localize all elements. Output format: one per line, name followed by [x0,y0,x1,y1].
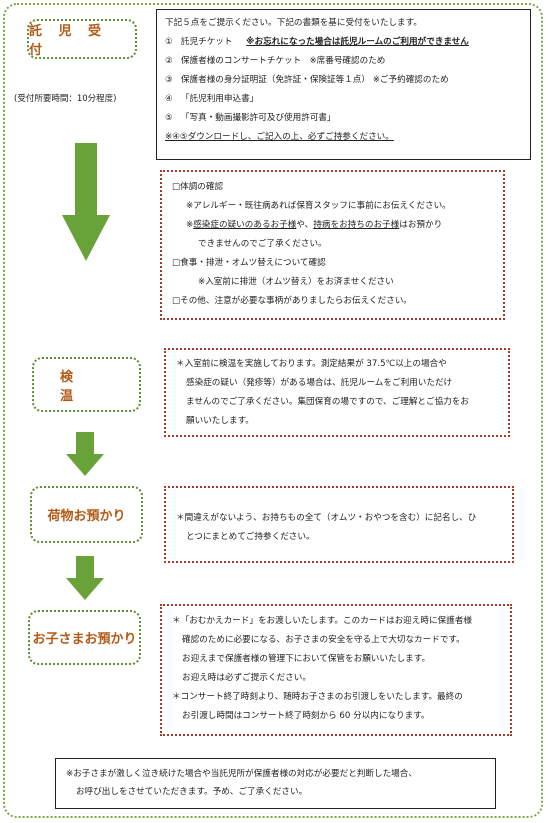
health-check-line-2: ※アレルギー・既往病あれば保育スタッフに事前にお伝えください。 [186,201,451,211]
infection-notice: 感染症の疑いのあるお子様 [193,220,297,230]
flow-arrow-large [62,143,110,261]
temperature-line-3: ませんのでご了承ください。集団保育の場ですので、ご理解とご協力をお [186,397,469,407]
child-care-label: お子さまお預かり [28,610,141,665]
child-care-line-5: ＊コンサート終了時刻より、随時お子さまのお引渡しをいたします。最終の [172,692,463,702]
health-check-line-5: □食事・排泄・オムツ替えについて確認 [172,258,326,268]
belongings-line-2: とつにまとめてご持参ください。 [186,532,315,542]
reception-footer: ※④⑤ダウンロードし、ご記入の上、必ずご持参ください。 [165,132,394,142]
chronic-illness-notice: 持病をお持ちのお子様 [313,220,400,230]
reception-item-2: ② 保護者様のコンサートチケット ※席番号確認のため [165,56,386,66]
ticket-warning: ※お忘れになった場合は託児ルームのご利用ができません [246,37,469,47]
health-check-line-6: ※入室前に排泄（オムツ替え）をお済ませください [198,277,394,287]
health-check-box: □体調の確認 ※アレルギー・既往病あれば保育スタッフに事前にお伝えください。 ※… [160,170,505,320]
child-care-line-4: お迎え時は必ずご提示ください。 [182,673,311,683]
reception-item-3: ③ 保護者様の身分証明証（免許証・保険証等１点） ※ご予約確認のため [165,75,449,85]
belongings-box: ＊間違えがないよう、お持ちもの全て（オムツ・おやつを含む）に記名し、ひ とつにま… [164,486,514,563]
flow-arrow-small [66,432,104,476]
reception-requirements-box: 下記５点をご提示ください。下記の書類を基に受付をいたします。 ① 託児チケット … [156,9,531,160]
health-check-line-1: □体調の確認 [172,182,224,192]
bottom-note-line-1: ※お子さまが激しく泣き続けた場合や当託児所が保護者様の対応が必要だと判断した場合… [66,769,417,779]
temperature-line-4: 願いいたします。 [186,416,254,426]
belongings-label: 荷物お預かり [30,486,143,543]
child-care-line-6: お引渡し時間はコンサート終了時刻から 60 分以内になります。 [182,711,430,721]
reception-intro: 下記５点をご提示ください。下記の書類を基に受付をいたします。 [165,18,422,28]
reception-item-4: ④ 「託児利用申込書」 [165,94,259,104]
temperature-box: ＊入室前に検温を実施しております。測定結果が 37.5℃以上の場合や 感染症の疑… [164,348,510,437]
reception-item-1: ① 託児チケット ※お忘れになった場合は託児ルームのご利用ができません [165,37,469,47]
bottom-note-line-2: お呼び出しをさせていただきます。予め、ご了承ください。 [76,787,308,797]
flow-arrow-small [66,556,104,600]
child-care-line-2: 確認のために必要になる、お子さまの安全を守る上で大切なカードです。 [182,635,465,645]
child-care-line-3: お迎えまで保護者様の管理下において保管をお願いいたします。 [182,654,431,664]
reception-label: 託 児 受 付 [27,19,137,59]
child-care-box: ＊「おむかえカード」をお渡しいたします。このカードはお迎え時に保護者様 確認のた… [160,604,512,736]
reception-item-5: ⑤ 「写真・動画撮影許可及び使用許可書」 [165,113,336,123]
health-check-line-7: □その他、注意が必要な事柄がありましたらお伝えください。 [172,296,412,306]
health-check-line-4: できませんのでご了承ください。 [198,239,327,249]
health-check-line-3: ※感染症の疑いのあるお子様や、持病をお持ちのお子様はお預かり [186,220,443,230]
temperature-label: 検 温 [32,357,141,412]
bottom-note-box: ※お子さまが激しく泣き続けた場合や当託児所が保護者様の対応が必要だと判断した場合… [55,758,496,809]
belongings-line-1: ＊間違えがないよう、お持ちもの全て（オムツ・おやつを含む）に記名し、ひ [176,513,477,523]
temperature-line-2: 感染症の疑い（発疹等）がある場合は、託児ルームをご利用いただけ [186,378,453,388]
temperature-line-1: ＊入室前に検温を実施しております。測定結果が 37.5℃以上の場合や [176,359,447,369]
reception-time-note: (受付所要時間：10分程度) [14,94,117,104]
child-care-line-1: ＊「おむかえカード」をお渡しいたします。このカードはお迎え時に保護者様 [172,616,472,626]
page-frame [3,3,543,818]
